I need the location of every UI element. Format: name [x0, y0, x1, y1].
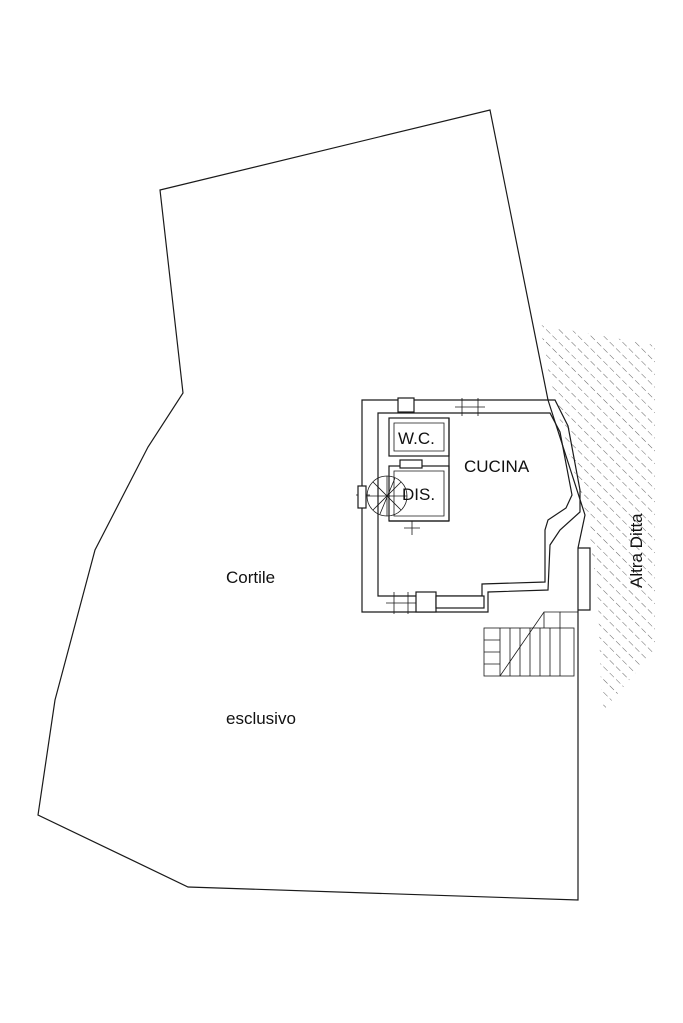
label-dis: DIS. — [402, 485, 435, 504]
label-cortile: Cortile — [226, 568, 275, 587]
building — [356, 397, 581, 614]
label-altra-ditta: Altra Ditta — [627, 513, 646, 588]
external-stair — [483, 611, 578, 677]
lot-boundary — [37, 109, 586, 901]
label-esclusivo: esclusivo — [226, 709, 296, 728]
label-wc: W.C. — [398, 429, 435, 448]
right-boundary — [578, 547, 591, 611]
spiral-stair — [366, 475, 408, 517]
label-cucina: CUCINA — [464, 457, 530, 476]
